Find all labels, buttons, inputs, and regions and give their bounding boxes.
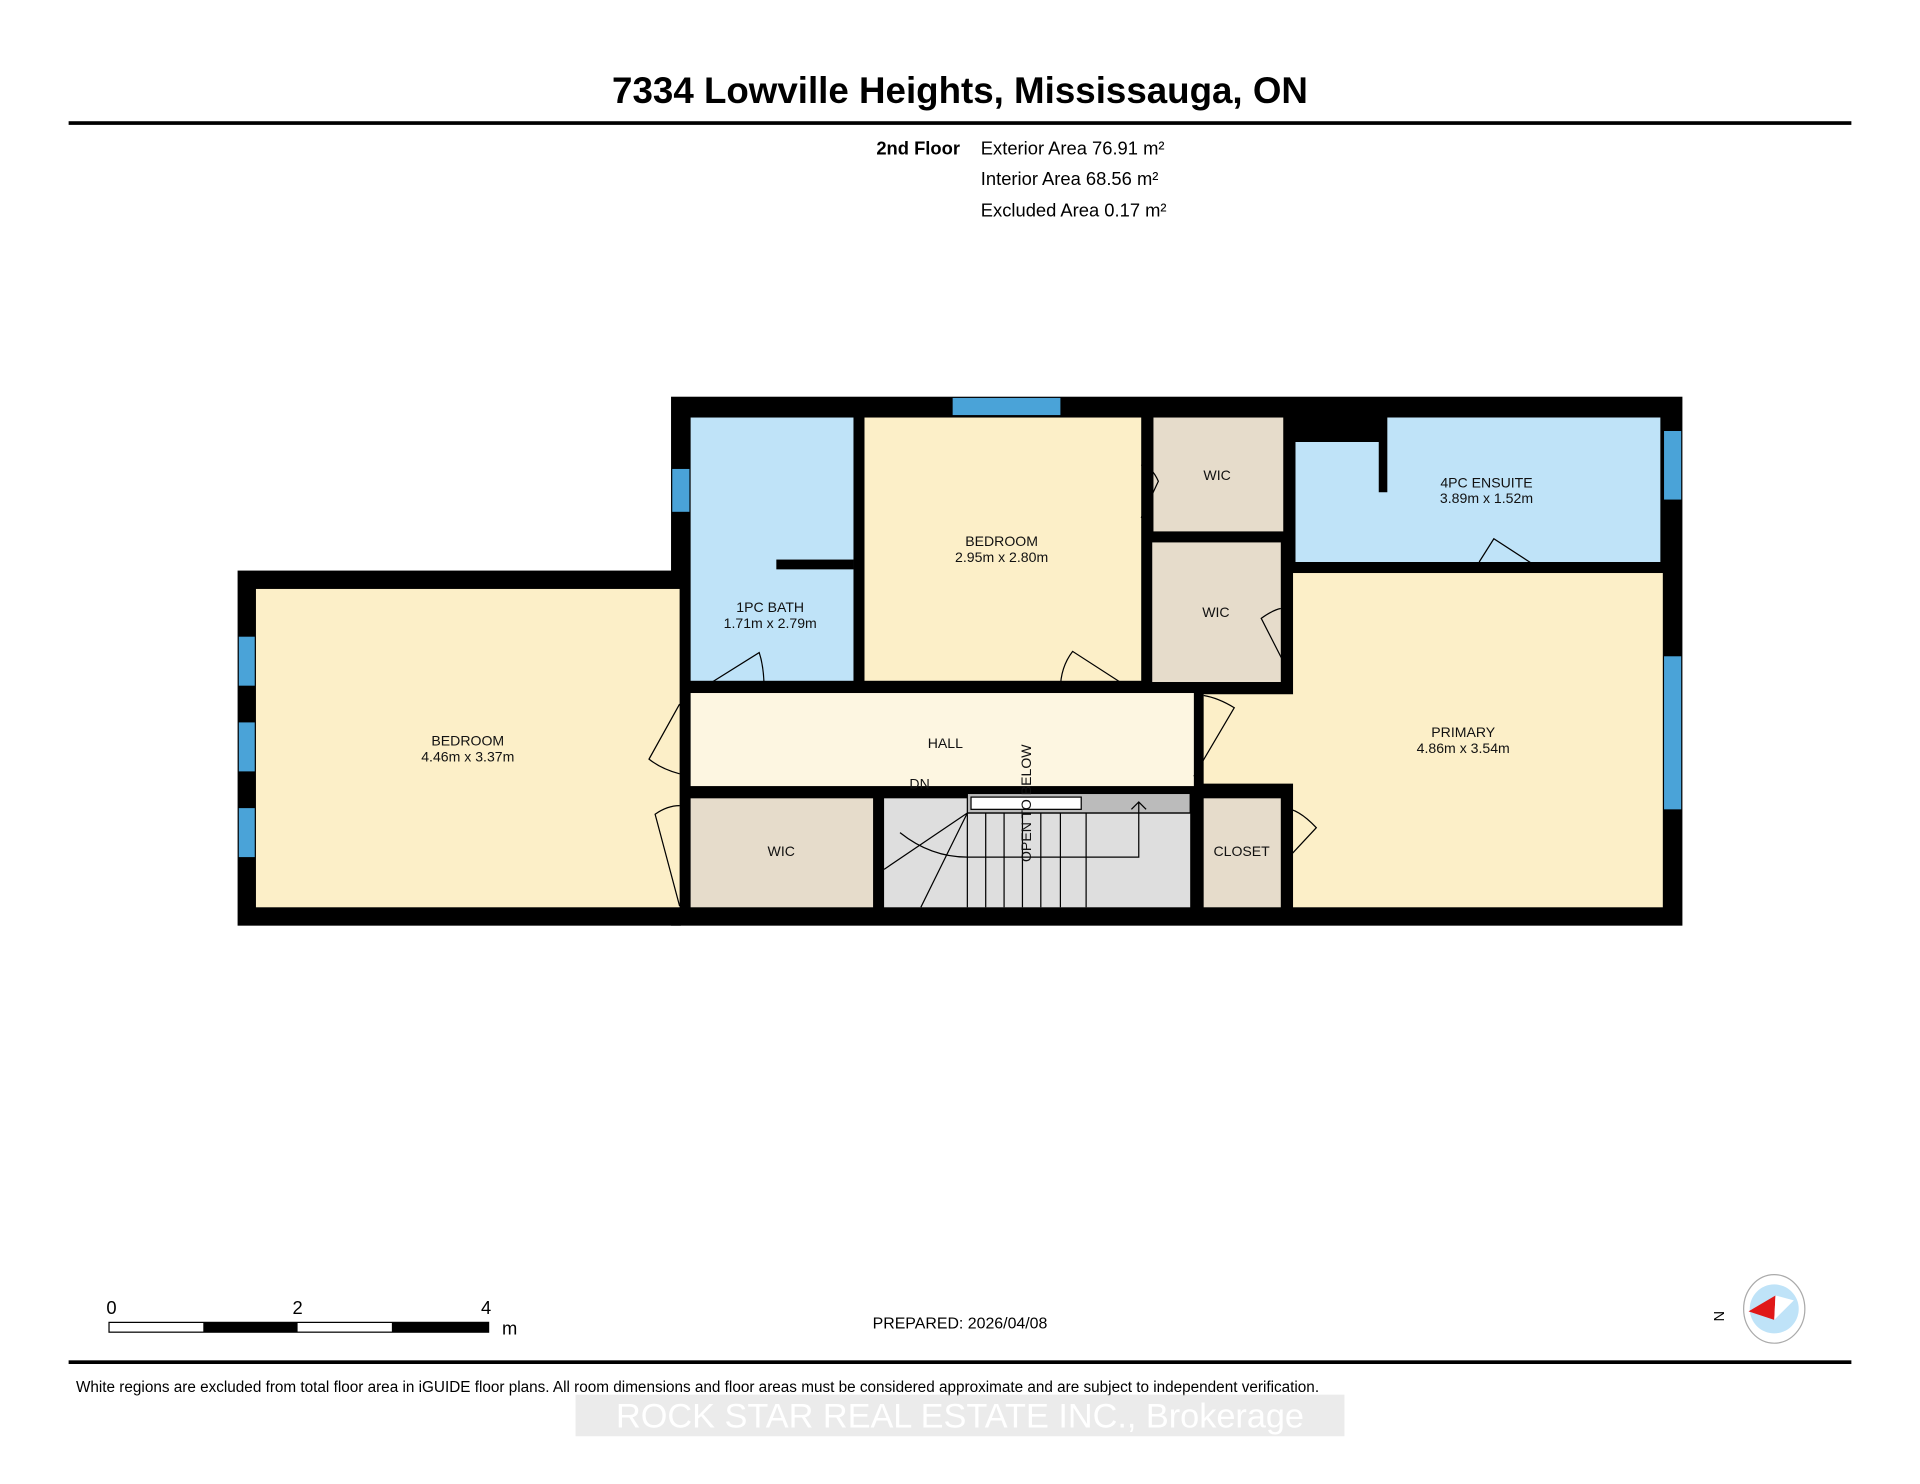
bath-dims: 1.71m x 2.79m: [724, 615, 817, 631]
room-primary: [1293, 573, 1663, 908]
exterior-area: Exterior Area 76.91 m²: [981, 137, 1165, 158]
room-bedroom-mid: [864, 417, 1142, 681]
wic-top-name: WIC: [1203, 467, 1230, 483]
bedroom-left-name: BEDROOM: [431, 733, 504, 749]
scale-label-0: 0: [106, 1297, 116, 1318]
bedroom-mid-name: BEDROOM: [965, 533, 1038, 549]
watermark: ROCK STAR REAL ESTATE INC., Brokerage: [616, 1398, 1304, 1436]
scale-bar: 0 2 4 m: [106, 1297, 517, 1339]
room-hall: [690, 693, 1194, 787]
disclaimer: White regions are excluded from total fl…: [76, 1379, 1319, 1396]
stairs-dn: DN: [909, 776, 929, 792]
header-rule: [68, 121, 1852, 125]
bath-wall-stub: [776, 559, 854, 570]
watermark-bg: [575, 1394, 1345, 1437]
room-stairs: [884, 798, 1191, 908]
room-bath: [690, 417, 854, 681]
ensuite-dims: 3.89m x 1.52m: [1440, 490, 1533, 506]
primary-name: PRIMARY: [1431, 724, 1495, 740]
bath-name: 1PC BATH: [736, 599, 804, 615]
stair-lines: [883, 792, 1191, 908]
room-primary-alcove: [1203, 694, 1296, 784]
compass-north: N: [1712, 1311, 1728, 1322]
wic-mid-name: WIC: [1202, 604, 1229, 620]
room-bedroom-left: [255, 588, 680, 908]
prepared-date: PREPARED: 2026/04/08: [873, 1315, 1048, 1332]
room-wic-mid: [1152, 542, 1281, 683]
open-to-below: OPEN TO BELOW: [1018, 744, 1034, 862]
scale-label-4: 4: [481, 1297, 491, 1318]
wic-bottom-name: WIC: [768, 843, 795, 859]
room-wic-bottom: [690, 798, 874, 908]
scale-label-2: 2: [292, 1297, 302, 1318]
floor-plan: BEDROOM 4.46m x 3.37m 1PC BATH 1.71m x 2…: [237, 396, 1683, 926]
closet-name: CLOSET: [1213, 843, 1270, 859]
floor-name: 2nd Floor: [876, 137, 960, 158]
hall-name: HALL: [928, 735, 963, 751]
primary-dims: 4.86m x 3.54m: [1417, 740, 1510, 756]
page-title: 7334 Lowville Heights, Mississauga, ON: [612, 70, 1308, 111]
bedroom-mid-dims: 2.95m x 2.80m: [955, 549, 1048, 565]
ensuite-name: 4PC ENSUITE: [1440, 474, 1532, 490]
doors: [648, 464, 1544, 907]
room-closet: [1203, 798, 1281, 908]
scale-unit: m: [502, 1318, 517, 1339]
bedroom-left-dims: 4.46m x 3.37m: [421, 749, 514, 765]
excluded-area: Excluded Area 0.17 m²: [981, 200, 1167, 221]
room-wic-top: [1153, 417, 1284, 532]
room-ensuite: [1295, 417, 1661, 563]
interior-area: Interior Area 68.56 m²: [981, 168, 1159, 189]
windows: [238, 397, 1682, 858]
compass-icon: N: [1712, 1274, 1806, 1344]
footer-rule: [68, 1360, 1852, 1365]
